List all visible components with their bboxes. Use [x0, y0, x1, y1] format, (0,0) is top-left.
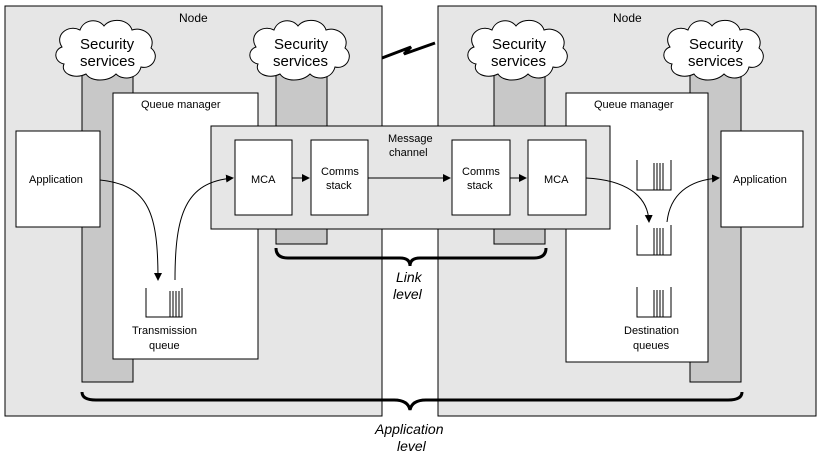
application-level-brace — [80, 391, 744, 411]
arrow-app-to-xmitq — [99, 179, 162, 281]
cloud-icon — [467, 19, 568, 81]
left-comms-stack-box — [310, 139, 369, 216]
left-security-services-1-line2: services — [80, 53, 135, 70]
right-queue-manager-label: Queue manager — [594, 99, 674, 111]
cloud-icon — [55, 19, 156, 81]
arrow-destq-to-app — [666, 174, 720, 223]
right-application-label: Application — [733, 174, 787, 186]
left-queue-manager-label: Queue manager — [141, 99, 221, 111]
destination-queues-label-line1: Destination — [624, 325, 679, 337]
right-mca-label: MCA — [544, 174, 569, 186]
cloud-icon — [663, 19, 764, 81]
application-level-label-line1: Application — [374, 421, 444, 437]
right-application-box — [720, 130, 804, 228]
left-security-services-2-line1: Security — [274, 36, 329, 53]
arrow-xmitq-to-mca — [174, 174, 234, 281]
link-level-label-line2: level — [393, 286, 423, 302]
right-security-services-2-line2: services — [688, 53, 743, 70]
right-security-services-2-line1: Security — [689, 36, 744, 53]
left-application-label: Application — [29, 174, 83, 186]
message-channel-label-line1: Message — [388, 133, 433, 145]
right-node-label: Node — [613, 11, 642, 25]
left-security-services-1-line1: Security — [80, 36, 135, 53]
left-comms-stack-label-line2: stack — [326, 180, 352, 192]
right-security-services-1-line1: Security — [492, 36, 547, 53]
left-comms-stack-label-line1: Comms — [321, 166, 359, 178]
left-mca-label: MCA — [251, 174, 276, 186]
left-application-box — [15, 130, 101, 228]
right-mca-box — [527, 139, 587, 216]
destination-queue-icon — [636, 160, 672, 191]
transmission-queue-icon — [145, 288, 183, 318]
message-flow-arrows — [99, 174, 720, 281]
application-level-label-line2: level — [397, 438, 427, 454]
destination-queue-icon — [636, 287, 672, 318]
cloud-icon — [249, 19, 350, 81]
right-comms-stack-label-line2: stack — [467, 180, 493, 192]
arrow-mca-to-destq — [585, 177, 653, 223]
left-security-services-2-line2: services — [273, 53, 328, 70]
destination-queues-label-line2: queues — [633, 340, 670, 352]
message-channel-label-line2: channel — [389, 147, 428, 159]
right-security-services-1-line2: services — [491, 53, 546, 70]
right-comms-stack-label-line1: Comms — [462, 166, 500, 178]
transmission-queue-label-line1: Transmission — [132, 325, 197, 337]
link-level-brace — [274, 247, 548, 267]
right-comms-stack-box — [451, 139, 511, 216]
destination-queue-icon — [636, 225, 672, 256]
network-link-icon — [381, 41, 436, 60]
link-level-label-line1: Link — [396, 269, 423, 285]
transmission-queue-label-line2: queue — [149, 340, 180, 352]
left-node-label: Node — [179, 11, 208, 25]
left-mca-box — [234, 139, 293, 216]
